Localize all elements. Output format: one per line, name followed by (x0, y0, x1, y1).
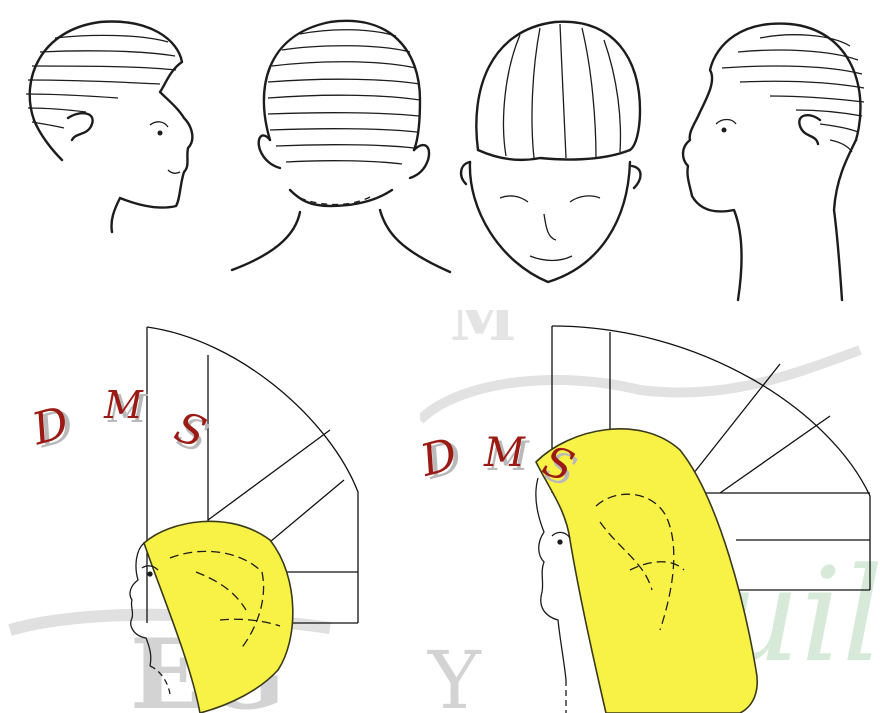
watermark-text-right: Y (427, 634, 482, 713)
head-front-top-section-lines (504, 24, 621, 158)
head-sketches-row (0, 0, 880, 310)
head-back-section-lines (268, 30, 420, 164)
dms-logo-m: M (103, 383, 144, 427)
head-profile-left-sketch (26, 22, 192, 232)
watermark-text-top: M (450, 310, 516, 355)
pattern-long-hood-panel: Y M Quil (420, 310, 880, 713)
dms-logo-right: D D M M S S (420, 428, 583, 496)
head-front-top-sketch (461, 22, 640, 282)
pattern-short-hood-panel: EG D D (0, 310, 420, 713)
head-profile-left-section-lines (26, 35, 176, 128)
dms-logo-left: D D M M S S (26, 383, 215, 463)
dms-logo-m-right: M (483, 430, 526, 476)
head-back-sketch (232, 21, 450, 272)
head-profile-right-sketch (683, 24, 864, 300)
dms-logo-d-right: D (420, 428, 463, 487)
